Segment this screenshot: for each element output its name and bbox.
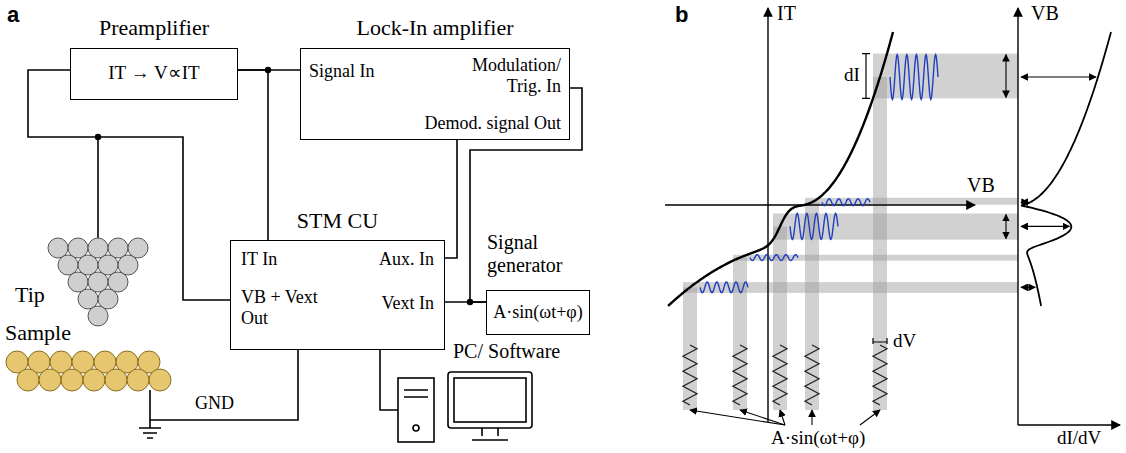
voltage-band	[773, 226, 787, 410]
port-label: IT → V∝IT	[71, 62, 237, 84]
annotation-label: dV	[892, 330, 917, 352]
di-arrow	[1005, 215, 1006, 239]
instrument-box: PreamplifierIT → V∝IT	[70, 48, 238, 100]
annotation-label: IT	[776, 2, 797, 25]
current-band	[805, 198, 1018, 205]
modulation-wave	[873, 345, 887, 405]
sample-atom	[127, 369, 149, 391]
didv-arrow	[1021, 76, 1096, 77]
ground-wire	[150, 350, 298, 420]
didv-arrow	[1021, 226, 1069, 227]
panel-letter: a	[6, 2, 20, 27]
port-label: Aux. In	[379, 249, 434, 270]
annotation-label: Sample	[4, 320, 72, 345]
port-label: Vext In	[382, 293, 435, 314]
bias-wire	[28, 70, 230, 300]
modulation-wave	[805, 345, 819, 405]
annotation-label: Tip	[14, 282, 46, 307]
ground-symbol	[139, 420, 161, 438]
current-band	[733, 255, 1018, 261]
junction-dot	[95, 134, 101, 140]
iv-curve	[668, 32, 893, 306]
axis	[665, 204, 975, 205]
current-band	[683, 282, 1018, 293]
leader-arrow	[860, 410, 880, 425]
axis	[1017, 8, 1018, 425]
leader-arrow	[690, 410, 785, 425]
di-bracket	[862, 54, 870, 99]
voltage-band	[873, 77, 887, 410]
pc-monitor	[448, 372, 532, 428]
pc-wire	[380, 350, 398, 410]
axis	[767, 8, 768, 422]
pc-stand	[472, 428, 508, 440]
sample-atom	[149, 369, 171, 391]
current-response	[822, 199, 870, 206]
signal-wire	[445, 140, 457, 258]
annotation-label: dI/dV	[1056, 427, 1102, 449]
di-arrow	[1005, 55, 1006, 98]
dv-bracket	[873, 338, 887, 344]
didv-arrow	[1021, 202, 1028, 203]
annotation-label: VB	[966, 174, 996, 197]
current-band	[873, 54, 1018, 99]
annotation-label: GND	[194, 393, 235, 414]
current-response	[790, 213, 838, 239]
port-label: Signal In	[309, 61, 375, 82]
leader-arrow	[811, 410, 812, 425]
current-response	[750, 255, 798, 261]
sample-atom	[61, 369, 83, 391]
box-heading: Preamplifier	[41, 15, 267, 40]
voltage-band	[683, 287, 697, 410]
port-label: Demod. signal Out	[425, 113, 562, 134]
tip-wire	[97, 137, 99, 238]
instrument-box: Lock-In amplifierSignal InModulation/ Tr…	[300, 48, 570, 140]
sample-atom	[83, 369, 105, 391]
box-heading: STM CU	[231, 208, 444, 233]
leader-arrow	[780, 410, 785, 425]
panel-b	[665, 8, 1120, 425]
voltage-band	[733, 258, 747, 410]
panel-letter: b	[674, 2, 689, 27]
port-label: A·sin(ωt+φ)	[487, 302, 589, 323]
tip-atom	[88, 306, 108, 326]
pc-screen	[454, 378, 526, 422]
annotation-label: dI	[843, 64, 861, 86]
signal-wire	[238, 70, 268, 240]
current-response	[700, 282, 748, 293]
didv-arrow	[1021, 287, 1035, 288]
annotation-label: VB	[1030, 2, 1060, 25]
box-heading: Lock-In amplifier	[301, 15, 569, 40]
sample-atom	[105, 369, 127, 391]
didv-curve	[1022, 32, 1111, 306]
current-band	[773, 214, 1018, 240]
pc-tower	[398, 378, 434, 442]
annotation-label: A·sin(ωt+φ)	[770, 427, 866, 449]
modulation-wave	[733, 345, 747, 405]
port-label: IT In	[241, 249, 277, 270]
port-label: Modulation/ Trig. In	[456, 55, 561, 96]
instrument-box: STM CUIT InVB + Vext OutAux. InVext In	[230, 240, 445, 350]
sample-atom	[17, 369, 39, 391]
pc-drive	[404, 390, 428, 397]
modulation-wave	[773, 345, 787, 405]
current-response	[890, 55, 938, 100]
leader-arrow	[740, 410, 785, 425]
port-label: VB + Vext Out	[241, 287, 333, 328]
instrument-box: Signal generatorA·sin(ωt+φ)	[486, 290, 590, 335]
sample-atom	[39, 369, 61, 391]
axis	[1018, 424, 1120, 425]
annotation-label: PC/ Software	[452, 340, 561, 363]
modulation-wave	[683, 345, 697, 405]
pc-button	[413, 425, 419, 431]
box-heading: Signal generator	[487, 231, 591, 277]
